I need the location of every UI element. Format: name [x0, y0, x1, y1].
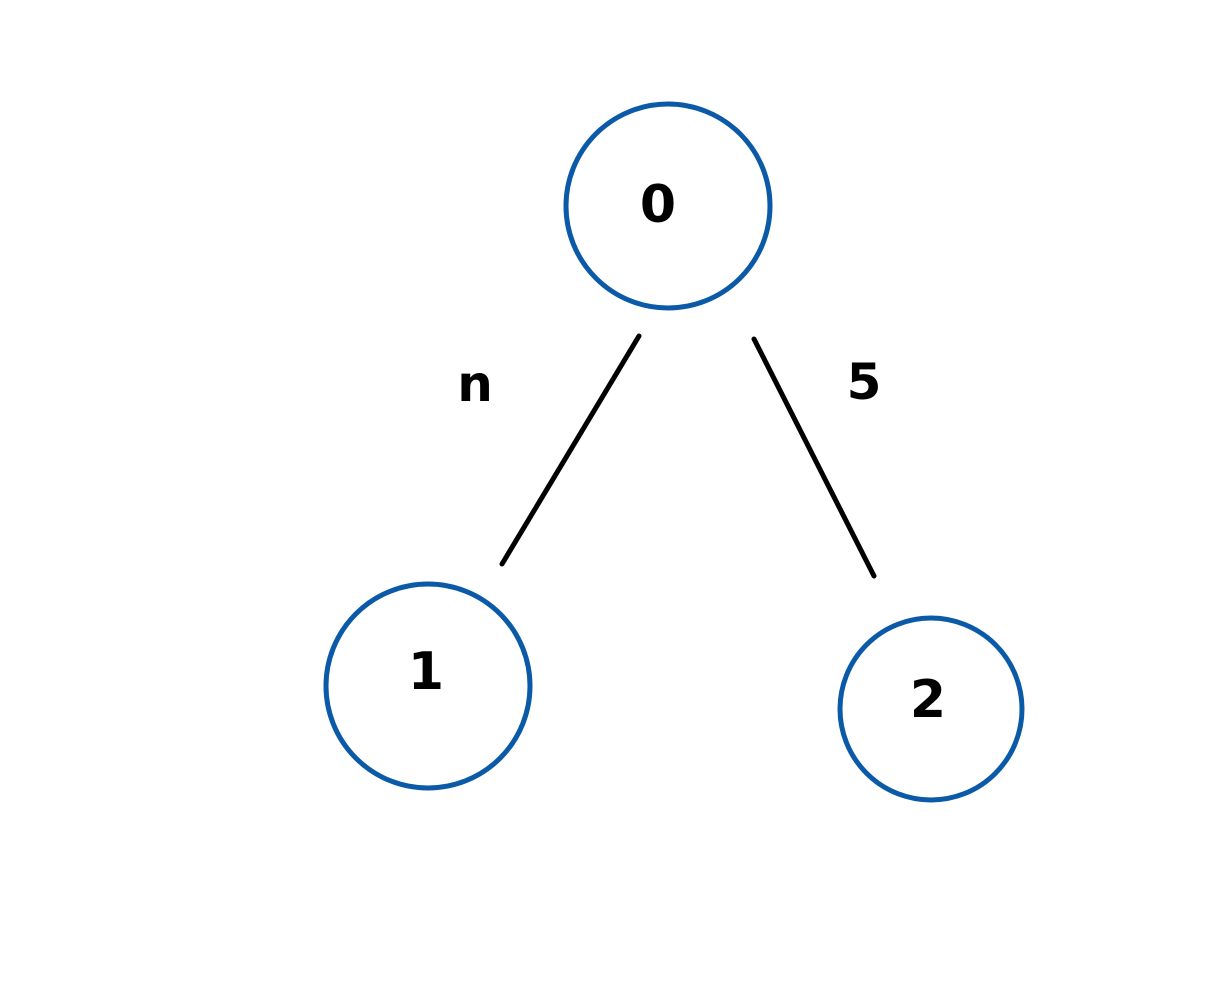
node-1-circle [323, 581, 533, 791]
node-0-label: 0 [640, 175, 676, 235]
node-1: 1 [323, 581, 533, 791]
node-0-circle [563, 101, 773, 311]
node-2-label: 2 [910, 670, 946, 730]
edge-0-1 [499, 333, 642, 567]
node-0: 0 [563, 101, 773, 311]
edge-0-1-weight-label: n [457, 355, 493, 413]
edge-0-2 [751, 336, 877, 579]
node-2-circle [837, 615, 1025, 803]
edge-0-2-weight-label: 5 [847, 353, 882, 411]
node-1-label: 1 [408, 642, 444, 702]
node-2: 2 [837, 615, 1025, 803]
